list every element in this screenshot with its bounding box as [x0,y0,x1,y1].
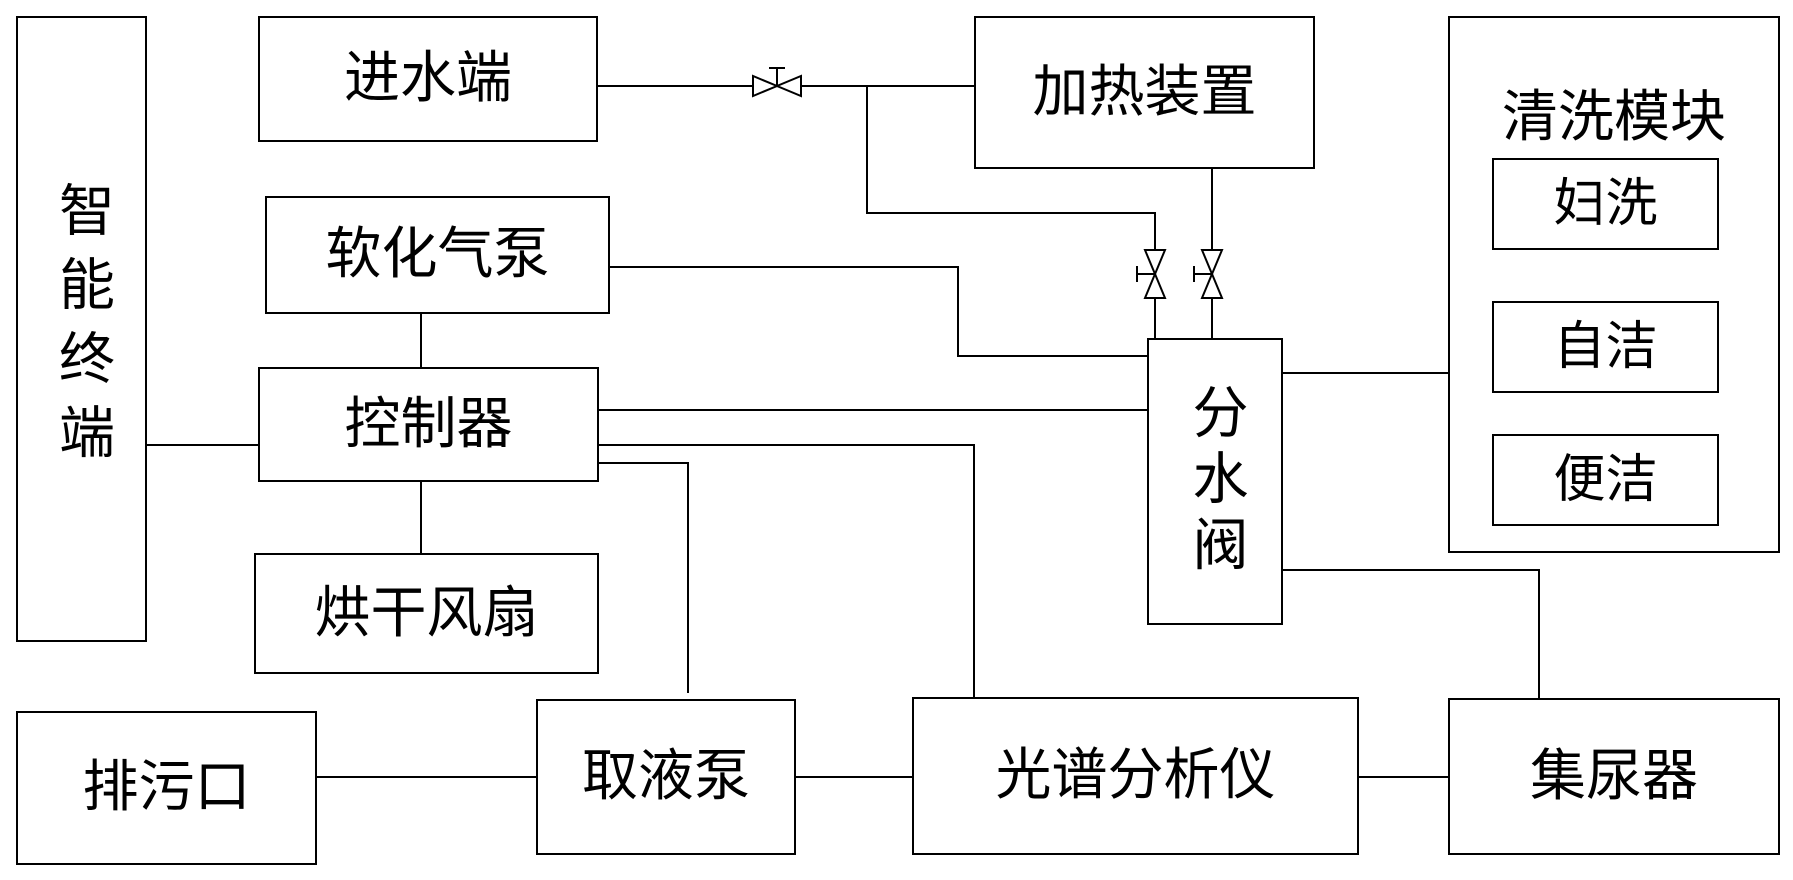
controller-box: 控制器 [258,367,599,482]
liquid-pump-label: 取液泵 [582,744,750,809]
cleaning-item-bowel-wash[interactable]: 便洁 [1492,434,1719,526]
heating-device-box: 加热装置 [974,16,1315,169]
water-valve-box: 分水阀 [1147,338,1283,625]
cleaning-item-label: 便洁 [1553,450,1658,510]
smart-terminal-label: 智能终端 [49,181,115,477]
spectrum-analyzer-label: 光谱分析仪 [995,743,1276,808]
smart-terminal-box: 智能终端 [16,16,147,642]
spectrum-analyzer-box: 光谱分析仪 [912,697,1359,855]
water-valve-label: 分水阀 [1183,382,1248,581]
pipe-valve-collector [1282,569,1540,699]
sewage-outlet-box: 排污口 [16,711,317,865]
heating-device-label: 加热装置 [1032,59,1257,125]
water-inlet-label: 进水端 [344,46,512,111]
valve-icon [752,67,802,98]
cleaning-item-feminine-wash[interactable]: 妇洗 [1492,158,1719,250]
softening-pump-label: 软化气泵 [325,222,550,287]
water-inlet-box: 进水端 [258,16,598,142]
cleaning-module-title: 清洗模块 [1502,85,1726,150]
link-controller-liquid-pump [598,462,689,693]
cleaning-item-label: 妇洗 [1553,174,1658,234]
urine-collector-box: 集尿器 [1448,698,1780,855]
urine-collector-label: 集尿器 [1530,743,1698,809]
drying-fan-box: 烘干风扇 [254,553,599,674]
liquid-pump-box: 取液泵 [536,699,796,855]
cleaning-item-self-clean[interactable]: 自洁 [1492,301,1719,393]
link-controller-analyzer [598,444,975,698]
valve-icon [1136,249,1167,299]
cleaning-item-label: 自洁 [1553,317,1658,377]
drying-fan-label: 烘干风扇 [314,580,539,646]
controller-label: 控制器 [344,391,513,457]
sewage-outlet-label: 排污口 [82,755,251,820]
softening-pump-box: 软化气泵 [265,196,610,314]
pipe-pump-valve [609,266,1148,357]
valve-icon [1193,249,1224,299]
